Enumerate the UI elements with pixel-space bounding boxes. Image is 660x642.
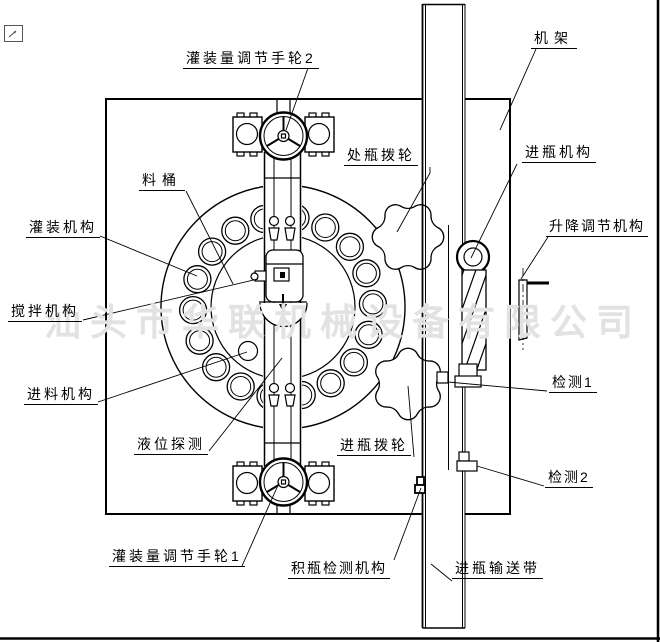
- label-feeding-mechanism: 进料机构: [24, 386, 98, 405]
- bearing-block: [304, 461, 335, 506]
- bearing-block: [232, 461, 263, 506]
- label-infeed-conveyor: 进瓶输送带: [452, 560, 543, 579]
- feeding-port-circle: [237, 340, 259, 362]
- filling-valve: [230, 376, 252, 397]
- infeed-screw-assembly: [454, 239, 491, 388]
- filling-valve: [320, 372, 342, 394]
- filling-valve: [205, 356, 227, 378]
- filling-valve: [355, 262, 377, 284]
- label-frame: 机架: [531, 30, 577, 49]
- label-liquid-level-probe: 液位探测: [134, 436, 208, 455]
- label-infeed-star-wheel: 进瓶拨轮: [337, 437, 411, 456]
- filling-valve: [343, 351, 365, 373]
- label-handwheel1: 灌装量调节手轮1: [109, 548, 245, 567]
- label-bottle-infeed-mechanism: 进瓶机构: [522, 144, 596, 163]
- leader-lines: [82, 48, 549, 582]
- nozzle-glyphs: [268, 215, 296, 407]
- conveyor-band: [421, 4, 466, 629]
- label-outfeed-star-wheel: 处瓶拨轮: [344, 147, 418, 166]
- cursor-arrow-icon: [4, 25, 23, 42]
- label-handwheel2: 灌装量调节手轮2: [183, 50, 319, 69]
- label-detect2: 检测2: [545, 469, 593, 488]
- detect1-sensor-block: [436, 371, 449, 384]
- filling-valve: [339, 236, 361, 258]
- filling-valve: [186, 268, 208, 290]
- bearing-block: [304, 112, 335, 157]
- filling-valve: [362, 293, 384, 315]
- label-detect1: 检测1: [549, 374, 597, 393]
- filling-valve: [189, 330, 211, 352]
- label-filling-mechanism: 灌装机构: [26, 219, 100, 238]
- label-barrel: 料桶: [139, 172, 185, 191]
- filling-valve: [314, 217, 336, 238]
- frame-plate: [105, 98, 511, 515]
- detect2-sensor-block: [456, 451, 478, 472]
- stirring-mechanism-body: [250, 249, 308, 328]
- filling-valve: [182, 299, 204, 321]
- filling-valve: [224, 220, 246, 242]
- handwheel1-assembly: [232, 457, 335, 507]
- lift-adjust-mechanism: [518, 268, 549, 350]
- accumulation-sensor: [414, 476, 426, 494]
- filling-valve: [358, 324, 380, 346]
- bearing-block: [232, 112, 263, 157]
- label-stirring-mechanism: 搅拌机构: [8, 303, 82, 322]
- filling-valve: [201, 241, 223, 263]
- infeed-star-wheel: [375, 347, 441, 421]
- label-lift-adjust-mechanism: 升降调节机构: [546, 218, 648, 237]
- handwheel2-assembly: [232, 111, 335, 161]
- label-bottle-accumulation-detect: 积瓶检测机构: [288, 560, 390, 579]
